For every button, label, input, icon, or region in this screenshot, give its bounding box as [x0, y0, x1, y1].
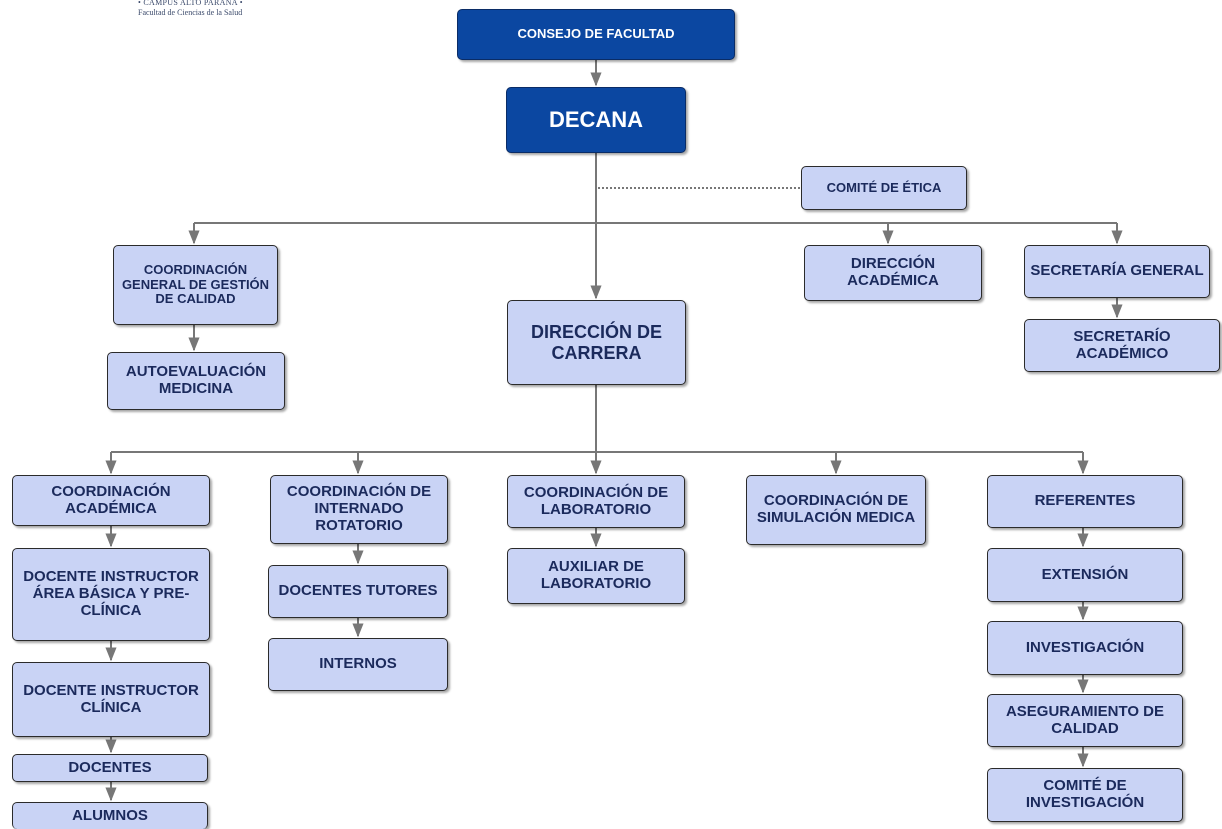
- consejo-de-facultad-box: CONSEJO DE FACULTAD: [457, 9, 735, 60]
- referentes-box: REFERENTES: [987, 475, 1183, 528]
- coordinacion-laboratorio-box: COORDINACIÓN DE LABORATORIO: [507, 475, 685, 528]
- autoevaluacion-medicina-box: AUTOEVALUACIÓN MEDICINA: [107, 352, 285, 410]
- docente-instructor-clinica-label: DOCENTE INSTRUCTOR CLÍNICA: [23, 681, 199, 716]
- coordinacion-laboratorio-label: COORDINACIÓN DE LABORATORIO: [523, 483, 669, 518]
- comite-investigacion-box: COMITÉ DE INVESTIGACIÓN: [987, 768, 1183, 822]
- aseguramiento-calidad-box: ASEGURAMIENTO DE CALIDAD: [987, 694, 1183, 747]
- coordinacion-academica-label: COORDINACIÓN ACADÉMICA: [51, 482, 171, 517]
- docentes-label: DOCENTES: [68, 758, 152, 776]
- coordinacion-academica-box: COORDINACIÓN ACADÉMICA: [12, 475, 210, 526]
- coordinacion-gestion-calidad-box: COORDINACIÓN GENERAL DE GESTIÓN DE CALID…: [113, 245, 278, 325]
- docente-instructor-basica-box: DOCENTE INSTRUCTOR ÁREA BÁSICA Y PRE- CL…: [12, 548, 210, 641]
- docentes-tutores-label: DOCENTES TUTORES: [278, 582, 438, 600]
- docente-instructor-clinica-box: DOCENTE INSTRUCTOR CLÍNICA: [12, 662, 210, 737]
- internos-label: INTERNOS: [319, 655, 397, 673]
- coordinacion-simulacion-box: COORDINACIÓN DE SIMULACIÓN MEDICA: [746, 475, 926, 545]
- alumnos-label: ALUMNOS: [72, 806, 148, 824]
- comite-de-etica-label: COMITÉ DE ÉTICA: [826, 179, 942, 195]
- secretaria-general-label: SECRETARÍA GENERAL: [1030, 262, 1204, 280]
- institution-header: • CAMPUS ALTO PARANA • Facultad de Cienc…: [138, 0, 243, 18]
- decana-label: DECANA: [548, 106, 644, 132]
- alumnos-box: ALUMNOS: [12, 802, 208, 829]
- secretario-academico-box: SECRETARÍO ACADÉMICO: [1024, 319, 1220, 372]
- auxiliar-laboratorio-box: AUXILIAR DE LABORATORIO: [507, 548, 685, 604]
- investigacion-label: INVESTIGACIÓN: [1025, 638, 1145, 656]
- consejo-de-facultad-label: CONSEJO DE FACULTAD: [517, 26, 675, 42]
- direccion-de-carrera-label: DIRECCIÓN DE CARRERA: [530, 322, 662, 363]
- secretaria-general-box: SECRETARÍA GENERAL: [1024, 245, 1210, 298]
- aseguramiento-calidad-label: ASEGURAMIENTO DE CALIDAD: [1005, 702, 1165, 737]
- coordinacion-gestion-calidad-label: COORDINACIÓN GENERAL DE GESTIÓN DE CALID…: [121, 262, 270, 307]
- referentes-label: REFERENTES: [1034, 492, 1136, 510]
- secretario-academico-label: SECRETARÍO ACADÉMICO: [1073, 327, 1171, 362]
- extension-label: EXTENSIÓN: [1041, 565, 1129, 583]
- coordinacion-simulacion-label: COORDINACIÓN DE SIMULACIÓN MEDICA: [756, 492, 916, 526]
- direccion-academica-label: DIRECCIÓN ACADÉMICA: [847, 255, 939, 289]
- direccion-de-carrera-box: DIRECCIÓN DE CARRERA: [507, 300, 686, 385]
- faculty-label: Facultad de Ciencias de la Salud: [138, 8, 243, 17]
- extension-box: EXTENSIÓN: [987, 548, 1183, 602]
- docentes-box: DOCENTES: [12, 754, 208, 782]
- comite-investigacion-label: COMITÉ DE INVESTIGACIÓN: [1025, 777, 1145, 811]
- decana-box: DECANA: [506, 87, 686, 153]
- autoevaluacion-medicina-label: AUTOEVALUACIÓN MEDICINA: [125, 363, 267, 397]
- coordinacion-internado-label: COORDINACIÓN DE INTERNADO ROTATORIO: [286, 483, 432, 534]
- direccion-academica-box: DIRECCIÓN ACADÉMICA: [804, 245, 982, 301]
- auxiliar-laboratorio-label: AUXILIAR DE LABORATORIO: [540, 558, 652, 592]
- internos-box: INTERNOS: [268, 638, 448, 691]
- campus-label: • CAMPUS ALTO PARANA •: [138, 0, 243, 7]
- docente-instructor-basica-label: DOCENTE INSTRUCTOR ÁREA BÁSICA Y PRE- CL…: [23, 568, 199, 619]
- coordinacion-internado-box: COORDINACIÓN DE INTERNADO ROTATORIO: [270, 475, 448, 544]
- comite-de-etica-box: COMITÉ DE ÉTICA: [801, 166, 967, 210]
- investigacion-box: INVESTIGACIÓN: [987, 621, 1183, 675]
- docentes-tutores-box: DOCENTES TUTORES: [268, 565, 448, 618]
